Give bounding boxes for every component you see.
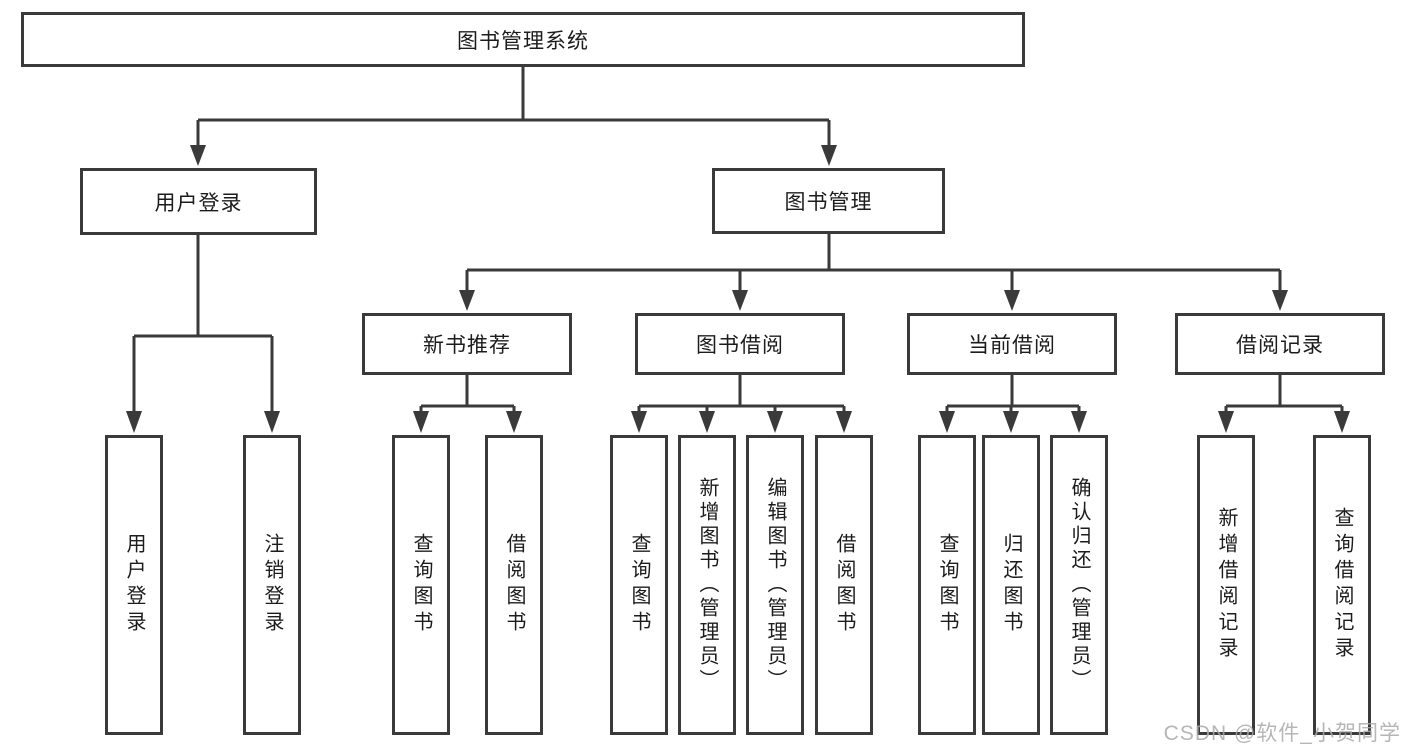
connector-current-borrow	[945, 375, 1081, 412]
arrowhead	[264, 411, 280, 433]
leaf-query-book-recommend: 查询图书	[392, 435, 450, 735]
leaf-query-book-current: 查询图书	[918, 435, 976, 735]
connector-root	[196, 67, 831, 146]
arrowhead	[821, 145, 837, 166]
arrowhead	[767, 411, 783, 433]
arrowhead	[1004, 290, 1020, 311]
node-root: 图书管理系统	[21, 12, 1025, 67]
node-borrow-records: 借阅记录	[1175, 313, 1385, 375]
connector-book-borrow	[637, 375, 846, 412]
leaf-edit-book-admin: 编辑图书（管理员）	[746, 435, 804, 735]
node-book-management: 图书管理	[712, 168, 945, 234]
arrowhead	[699, 411, 715, 433]
node-current-borrow: 当前借阅	[907, 313, 1117, 375]
leaf-query-borrow-record: 查询借阅记录	[1313, 435, 1371, 735]
leaf-query-book-borrow: 查询图书	[610, 435, 668, 735]
arrowhead	[459, 290, 475, 311]
node-book-borrow: 图书借阅	[635, 313, 845, 375]
connector-borrow-records	[1224, 375, 1344, 412]
arrowhead	[631, 411, 647, 433]
leaf-logout: 注销登录	[243, 435, 301, 735]
node-new-book-recommend: 新书推荐	[362, 313, 572, 375]
leaf-add-borrow-record: 新增借阅记录	[1197, 435, 1255, 735]
arrowhead	[939, 411, 955, 433]
arrowhead	[732, 290, 748, 311]
arrowhead	[1334, 411, 1350, 433]
leaf-user-login: 用户登录	[105, 435, 163, 735]
arrowhead	[1218, 411, 1234, 433]
leaf-borrow-book: 借阅图书	[815, 435, 873, 735]
arrowhead	[1003, 411, 1019, 433]
connector-new-book-recommend	[419, 375, 516, 412]
leaf-add-book-admin: 新增图书（管理员）	[678, 435, 736, 735]
arrowhead	[413, 411, 429, 433]
connector-user-login	[132, 235, 274, 412]
leaf-return-book: 归还图书	[982, 435, 1040, 735]
arrowhead	[190, 145, 206, 166]
arrowhead	[836, 411, 852, 433]
arrowhead	[1272, 290, 1288, 311]
arrowhead	[506, 411, 522, 433]
leaf-borrow-book-recommend: 借阅图书	[485, 435, 543, 735]
arrowhead	[1071, 411, 1087, 433]
connector-book-management	[465, 234, 1282, 291]
node-user-login: 用户登录	[80, 168, 317, 235]
arrowhead	[126, 411, 142, 433]
leaf-confirm-return-admin: 确认归还（管理员）	[1050, 435, 1108, 735]
csdn-watermark: CSDN @软件_小贺同学	[1163, 722, 1401, 745]
